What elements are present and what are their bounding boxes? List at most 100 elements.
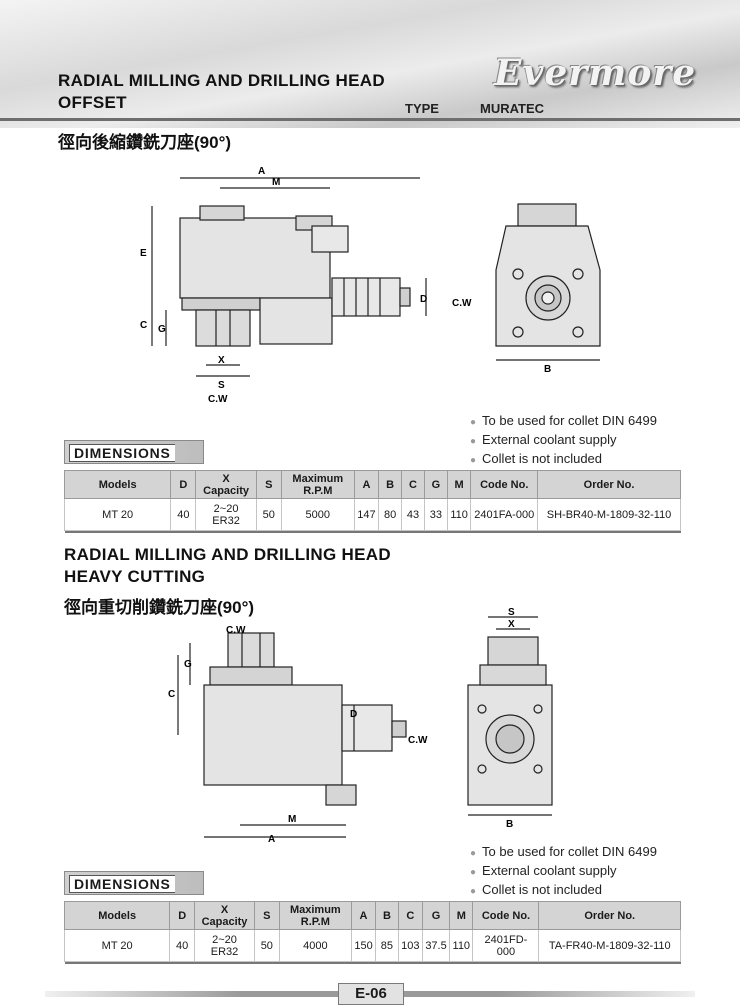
- front-spindle-bore: [541, 291, 555, 305]
- cell-code: 2401FA-000: [470, 498, 539, 531]
- note-collet-excluded-2: Collet is not included: [470, 881, 657, 900]
- section2-chinese-title: 徑向重切削鑽銑刀座(90°): [64, 598, 255, 617]
- cell-order: TA-FR40-M-1809-32-110: [538, 929, 681, 962]
- cell-order: SH-BR40-M-1809-32-110: [537, 498, 681, 531]
- dim-label-g: G: [158, 324, 166, 335]
- cell-b: 80: [378, 498, 403, 531]
- th-b: B: [375, 901, 399, 930]
- th-m: M: [446, 470, 472, 499]
- section1-title-line2: OFFSET: [58, 93, 127, 112]
- section1-dimensions-label: DIMENSIONS: [69, 444, 175, 462]
- th-m: M: [449, 901, 474, 930]
- th-order: Order No.: [537, 470, 681, 499]
- cell-g: 37.5: [421, 929, 451, 962]
- collet-nut-2: [227, 632, 275, 668]
- dim-label-b-2: B: [506, 819, 513, 830]
- dim-label-d-2: D: [350, 709, 357, 720]
- section1-chinese-title: 徑向後縮鑽銑刀座(90°): [58, 133, 232, 152]
- coolant-port: [311, 225, 349, 253]
- th-capacity: Capacity: [203, 484, 249, 497]
- th-models: Models: [63, 470, 172, 499]
- lower-body: [259, 297, 333, 345]
- cell-s: 50: [255, 498, 282, 531]
- lower-flange: [181, 297, 261, 311]
- cell-c: 43: [401, 498, 425, 531]
- dim-label-m-2: M: [288, 814, 296, 825]
- upper-flange-2: [209, 666, 293, 686]
- front-spindle-inner-2: [495, 724, 525, 754]
- drive-shaft: [331, 277, 401, 317]
- header-rule: [0, 118, 740, 121]
- dim-label-s: S: [218, 380, 225, 391]
- th-d: D: [169, 901, 196, 930]
- note-collet-2: To be used for collet DIN 6499: [470, 843, 657, 862]
- th-a: A: [353, 470, 380, 499]
- cell-s: 50: [253, 929, 280, 962]
- cell-g: 33: [423, 498, 448, 531]
- front-neck-2: [479, 664, 547, 686]
- th-maximum: Maximum: [289, 903, 341, 916]
- rotation-label-shaft: C.W: [452, 298, 472, 309]
- bottom-foot-2: [325, 784, 357, 806]
- section2-notes: To be used for collet DIN 6499 External …: [470, 843, 657, 900]
- dim-label-m: M: [272, 177, 280, 188]
- th-models: Models: [63, 901, 171, 930]
- section1-notes: To be used for collet DIN 6499 External …: [470, 412, 657, 469]
- cell-m: 110: [446, 498, 472, 531]
- th-c: C: [397, 901, 423, 930]
- th-maximum: Maximum: [292, 472, 344, 485]
- brand-logo: Evermore: [494, 52, 697, 94]
- table-bottom-rule: [64, 961, 681, 964]
- th-x: X: [220, 903, 229, 916]
- th-x: X: [222, 472, 230, 485]
- cell-code: 2401FD-000: [472, 929, 540, 962]
- cell-m: 110: [449, 929, 474, 962]
- cell-x-range: 2~20: [213, 502, 239, 515]
- section2-dimensions-header: DIMENSIONS: [64, 871, 204, 895]
- section2-dimensions-label: DIMENSIONS: [69, 875, 175, 893]
- side-body: [179, 217, 331, 299]
- dim-label-c-2: C: [168, 689, 175, 700]
- th-g: G: [423, 470, 448, 499]
- th-rpm: R.P.M: [300, 915, 330, 928]
- th-code: Code No.: [472, 901, 540, 930]
- th-order: Order No.: [538, 901, 681, 930]
- th-c: C: [401, 470, 425, 499]
- section1-title-line1: RADIAL MILLING AND DRILLING HEAD: [58, 71, 385, 90]
- th-rpm: R.P.M: [303, 484, 333, 497]
- cell-x-collet: ER32: [212, 514, 240, 527]
- section2-drawing: C.W G C D C.W M A S X B: [168, 607, 553, 845]
- cell-x-range: 2~20: [212, 933, 237, 946]
- th-s: S: [253, 901, 280, 930]
- dim-label-d: D: [420, 294, 427, 305]
- dim-label-g-2: G: [184, 659, 192, 670]
- dim-label-s-2: S: [508, 607, 515, 618]
- cell-x-collet: ER32: [210, 945, 239, 958]
- th-capacity: Capacity: [201, 915, 248, 928]
- drive-tip-2: [391, 720, 407, 738]
- th-a: A: [350, 901, 377, 930]
- dim-label-a-2: A: [268, 834, 275, 845]
- top-cap: [199, 205, 245, 221]
- header-background: [0, 0, 740, 128]
- cell-b: 85: [375, 929, 399, 962]
- type-label: TYPE: [405, 101, 439, 116]
- th-code: Code No.: [470, 470, 539, 499]
- th-b: B: [378, 470, 403, 499]
- cell-c: 103: [397, 929, 423, 962]
- cell-rpm: 4000: [278, 929, 352, 962]
- dim-label-x-2: X: [508, 619, 515, 630]
- note-collet-excluded: Collet is not included: [470, 450, 657, 469]
- cell-rpm: 5000: [280, 498, 355, 531]
- section1-dimensions-header: DIMENSIONS: [64, 440, 204, 464]
